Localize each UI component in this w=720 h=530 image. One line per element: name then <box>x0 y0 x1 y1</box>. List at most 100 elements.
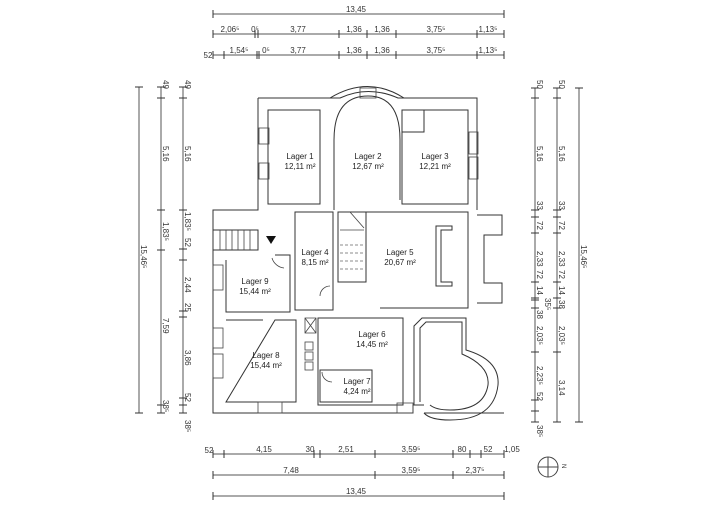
dim-top-r2-1: 1,54⁵ <box>230 46 249 55</box>
dim-right-r2-4: 2,33 <box>557 251 566 267</box>
dim-right-r1-7: 35⁵ <box>543 298 552 310</box>
room-lager-6-outline <box>317 317 404 406</box>
ticks-top-row2 <box>212 51 505 59</box>
room-lager-1[interactable]: Lager 1 12,11 m² <box>285 152 316 171</box>
window <box>212 327 224 349</box>
dim-left-r2-7: 52 <box>183 393 192 402</box>
room-name: Lager 1 <box>286 152 314 161</box>
room-area: 4,24 m² <box>343 387 370 396</box>
dim-left-overall: 15,46⁵ <box>139 245 148 268</box>
dim-right-r2-8: 2,03⁵ <box>557 326 566 345</box>
room-area: 15,44 m² <box>239 287 271 296</box>
dim-top-r2-5: 1,36 <box>374 46 390 55</box>
bay-room-inner <box>419 321 489 411</box>
room-area: 14,45 m² <box>356 340 388 349</box>
ticks-right-row1 <box>531 87 539 423</box>
dim-left-r1-0: 49 <box>161 80 170 89</box>
niche <box>435 225 453 287</box>
ticks-bottom-row1 <box>212 450 505 458</box>
dim-right-r1-3: 72 <box>535 221 544 230</box>
left-outer-stairs <box>213 229 259 251</box>
entry-arrow-icon <box>266 236 276 244</box>
right-projection <box>477 214 503 304</box>
dim-left-r2-4: 2,44 <box>183 277 192 293</box>
room-name: Lager 9 <box>241 277 269 286</box>
dim-top-r1-4: 1,36 <box>374 25 390 34</box>
dim-right-r2-6: 14 <box>557 286 566 295</box>
dim-left-r2-1: 5,16 <box>183 146 192 162</box>
dim-right-r2-1: 5,16 <box>557 146 566 162</box>
door-swing <box>319 285 331 297</box>
room-name: Lager 3 <box>421 152 449 161</box>
window <box>359 87 377 99</box>
dim-left-r1-4: 38⁵ <box>161 400 170 412</box>
room-lager-2[interactable]: Lager 2 12,67 m² <box>352 152 384 171</box>
room-lager-4[interactable]: Lager 4 8,15 m² <box>301 248 329 267</box>
dim-right-r1-9: 2,03⁵ <box>535 326 544 345</box>
door-swing <box>321 371 333 383</box>
dim-bottom-r1-5: 80 <box>458 445 467 454</box>
door-swing <box>271 257 285 269</box>
dim-top-r1-2: 3,77 <box>290 25 306 34</box>
staircase <box>337 211 367 283</box>
stairs-left <box>219 230 251 250</box>
dim-right-r2-0: 50 <box>557 80 566 89</box>
window <box>468 156 479 180</box>
dim-left-r1-2: 1,83⁵ <box>161 222 170 241</box>
left-dimensions: 15,46⁵ 49 5,16 1,83⁵ 7,59 38⁵ 49 <box>135 80 192 432</box>
window <box>258 127 270 145</box>
dim-top-r1-5: 3,75⁵ <box>427 25 446 34</box>
room-lager-7[interactable]: Lager 7 4,24 m² <box>343 377 371 396</box>
dim-bottom-r1-1: 4,15 <box>256 445 272 454</box>
window <box>212 264 224 291</box>
bay-arc-top <box>329 86 405 99</box>
dim-left-r2-5: 25 <box>183 303 192 312</box>
room-lager-7-outline <box>319 369 373 403</box>
room-lager-5[interactable]: Lager 5 20,67 m² <box>384 248 416 267</box>
stairs-center <box>340 211 365 270</box>
dim-bottom-r2-1: 3,59⁵ <box>402 466 421 475</box>
dim-left-r1-1: 5,16 <box>161 146 170 162</box>
ticks-right-row2 <box>553 87 561 423</box>
compass-label: N <box>560 464 566 468</box>
dim-right-r1-6: 14 <box>535 286 544 295</box>
room-lager-8[interactable]: Lager 8 15,44 m² <box>250 351 282 370</box>
room-area: 12,67 m² <box>352 162 384 171</box>
dim-top-r2-3: 3,77 <box>290 46 306 55</box>
right-dimensions: 50 5,16 33 72 2,33 72 14 35⁵ 38 2,03⁵ 2,… <box>531 80 588 437</box>
ticks-bottom-row2 <box>212 471 505 479</box>
dim-right-r1-8: 38 <box>535 310 544 319</box>
dim-right-r2-7: 38 <box>557 300 566 309</box>
dim-top-r1-0: 2,06⁵ <box>221 25 240 34</box>
dim-left-r2-6: 3,86 <box>183 350 192 366</box>
north-compass: N <box>537 456 566 478</box>
room-lager-5-outline <box>366 211 469 309</box>
dim-left-r1-3: 7,59 <box>161 318 170 334</box>
room-lager-1-outline <box>267 109 321 205</box>
dim-right-r1-12: 38⁵ <box>535 425 544 437</box>
room-lager-6[interactable]: Lager 6 14,45 m² <box>356 330 388 349</box>
room-lager-3[interactable]: Lager 3 12,21 m² <box>419 152 451 171</box>
dim-bottom-r1-3: 2,51 <box>338 445 354 454</box>
dim-top-r1-3: 1,36 <box>346 25 362 34</box>
dim-bottom-r2-2: 2,37⁵ <box>466 466 485 475</box>
ticks-left-row2 <box>179 86 187 414</box>
dim-right-r1-0: 50 <box>535 80 544 89</box>
dim-top-overall: 13,45 <box>346 5 367 14</box>
dim-bottom-r1-6: 52 <box>484 445 493 454</box>
room-lager-9[interactable]: Lager 9 15,44 m² <box>239 277 271 296</box>
dim-left-r2-8: 38⁵ <box>183 420 192 432</box>
room-lager-4-outline <box>294 211 334 311</box>
dim-left-r2-0: 49 <box>183 80 192 89</box>
dim-right-r2-3: 72 <box>557 221 566 230</box>
room-name: Lager 8 <box>252 351 280 360</box>
bottom-dimensions: 52 4,15 30 2,51 3,59⁵ 80 52 1,05 7,48 3,… <box>205 445 520 500</box>
dim-right-r1-4: 2,33 <box>535 251 544 267</box>
walls <box>212 86 504 421</box>
room-area: 15,44 m² <box>250 361 282 370</box>
dim-right-r1-10: 2,23⁵ <box>535 366 544 385</box>
dim-right-r1-2: 33 <box>535 201 544 210</box>
dim-top-r2-7: 1,13⁵ <box>479 46 498 55</box>
dim-left-r2-2: 1,83⁵ <box>183 212 192 231</box>
